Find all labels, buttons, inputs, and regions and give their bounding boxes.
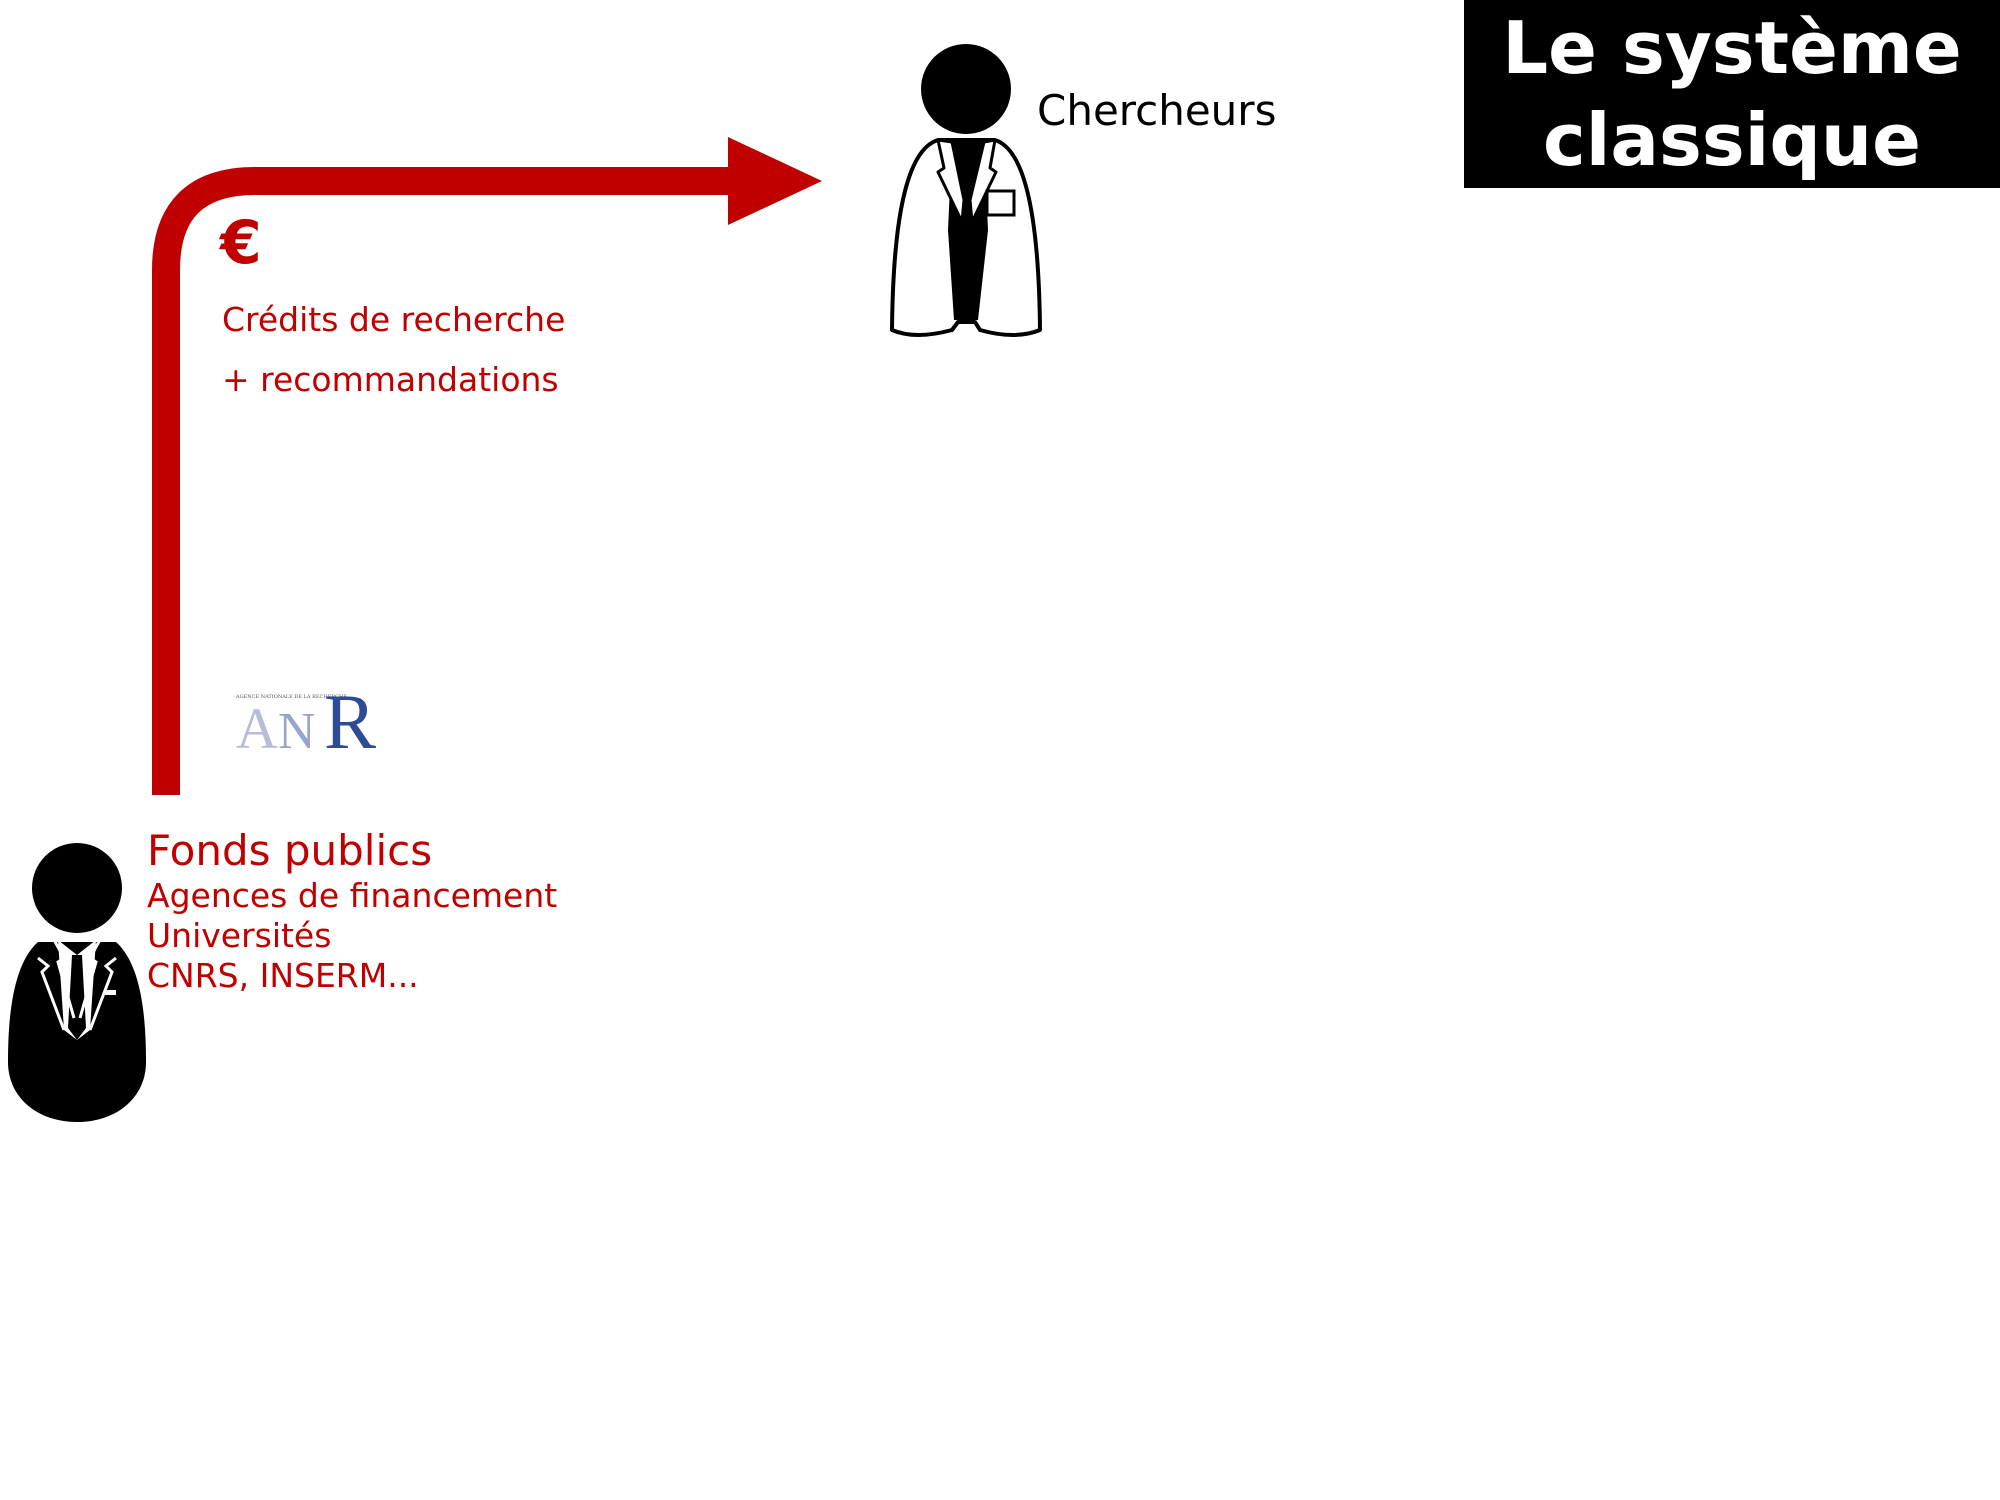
flow-label-recommendations: + recommandations	[222, 360, 559, 399]
page-title: Le système classique	[1502, 2, 1962, 186]
funders-line-institutes: CNRS, INSERM...	[147, 956, 419, 995]
flow-arrow-icon	[152, 137, 822, 795]
anr-logo: AGENCE NATIONALE DE LA RECHERCHE A N R	[235, 684, 376, 756]
anr-logo-letter-r: R	[324, 684, 376, 756]
title-box: Le système classique	[1464, 0, 2000, 188]
flow-label-credits: Crédits de recherche	[222, 300, 566, 339]
businessman-suit-icon	[8, 843, 146, 1122]
anr-logo-letter-a: A	[236, 696, 278, 756]
euro-icon: €	[220, 208, 262, 278]
title-line-2: classique	[1543, 98, 1921, 182]
anr-logo-tagline: AGENCE NATIONALE DE LA RECHERCHE	[235, 694, 347, 700]
title-line-1: Le système	[1502, 6, 1962, 90]
anr-logo-letter-n: N	[278, 703, 316, 756]
funders-title: Fonds publics	[147, 826, 433, 875]
funders-line-agencies: Agences de financement	[147, 876, 558, 915]
scientist-lab-coat-icon	[890, 44, 1042, 337]
funders-line-universities: Universités	[147, 916, 332, 955]
researchers-label: Chercheurs	[1037, 86, 1277, 135]
